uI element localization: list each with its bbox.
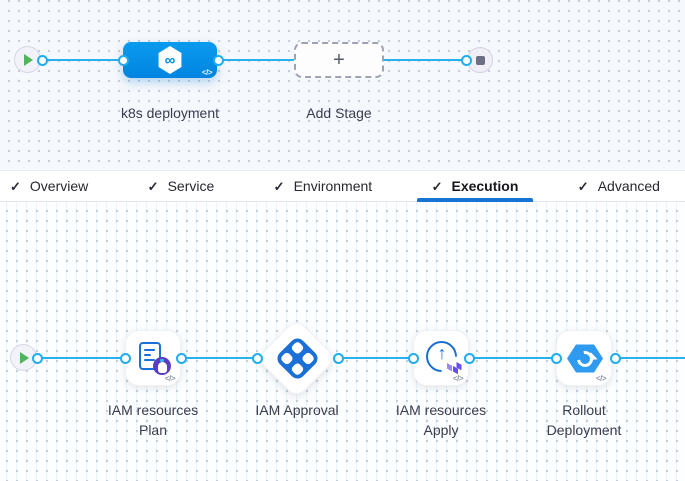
add-stage-label: Add Stage <box>306 105 372 121</box>
k8s-rolling-deploy-icon <box>567 344 603 373</box>
tab-environment[interactable]: ✓ Environment <box>273 178 373 194</box>
connector-ring[interactable] <box>407 352 419 364</box>
infinity-icon: ∞ <box>164 51 176 69</box>
play-icon <box>24 53 33 66</box>
stage-node-k8s-deployment[interactable]: ∞ </> <box>123 42 217 78</box>
pipeline-edge <box>218 59 294 61</box>
step-label: IAM resources Plan <box>107 402 199 438</box>
code-view-icon[interactable]: </> <box>452 374 464 383</box>
plus-icon: + <box>333 49 345 71</box>
code-view-icon[interactable]: </> <box>595 374 607 383</box>
play-icon <box>20 351 29 364</box>
execution-canvas[interactable]: </> ↑ </> </> IAM resources Plan IAM A <box>0 202 685 481</box>
tab-execution[interactable]: ✓ Execution <box>416 171 534 202</box>
pipeline-edge <box>338 357 413 359</box>
check-icon: ✓ <box>273 178 285 194</box>
pipeline-edge <box>37 357 125 359</box>
stage-canvas[interactable]: ∞ </> + k8s deployment Add Stage <box>0 0 685 170</box>
pipeline-edge <box>42 59 123 61</box>
tab-advanced[interactable]: ✓ Advanced <box>577 178 660 194</box>
pipeline-edge <box>469 357 556 359</box>
tab-service[interactable]: ✓ Service <box>147 178 215 194</box>
connector-ring[interactable] <box>463 352 475 364</box>
stop-icon <box>475 55 485 65</box>
connector-ring[interactable] <box>117 54 129 66</box>
check-icon: ✓ <box>147 178 159 194</box>
step-node-iam-resources-apply[interactable]: ↑ </> <box>413 330 469 386</box>
terraform-icon <box>447 362 462 375</box>
check-icon: ✓ <box>10 178 21 194</box>
code-view-icon[interactable]: </> <box>164 374 176 383</box>
connector-ring[interactable] <box>175 352 187 364</box>
connector-ring[interactable] <box>251 352 263 364</box>
cycle-arrow-icon <box>573 347 598 370</box>
step-label: Rollout Deployment <box>546 402 622 438</box>
harness-cd-stage-icon: ∞ <box>158 46 182 74</box>
step-label: IAM Approval <box>255 402 339 418</box>
step-label: IAM resources Apply <box>395 402 487 438</box>
connector-ring[interactable] <box>609 352 621 364</box>
pipeline-edge <box>384 59 466 61</box>
policy-agent-badge-icon <box>153 357 171 375</box>
connector-ring[interactable] <box>332 352 344 364</box>
arrow-up-icon: ↑ <box>437 343 447 363</box>
step-node-rollout-deployment[interactable]: </> <box>556 330 612 386</box>
connector-ring[interactable] <box>36 54 48 66</box>
pipeline-edge <box>615 357 685 359</box>
check-icon: ✓ <box>577 178 589 194</box>
connector-ring[interactable] <box>119 352 131 364</box>
connector-ring[interactable] <box>460 54 472 66</box>
step-node-iam-resources-plan[interactable]: </> <box>125 330 181 386</box>
connector-ring[interactable] <box>212 54 224 66</box>
connector-ring[interactable] <box>31 352 43 364</box>
pipeline-edge <box>181 357 257 359</box>
check-icon: ✓ <box>431 178 443 194</box>
stage-label: k8s deployment <box>120 105 220 121</box>
add-stage-button[interactable]: + <box>294 42 384 78</box>
tab-overview[interactable]: ✓ Overview <box>10 178 89 194</box>
connector-ring[interactable] <box>550 352 562 364</box>
stage-config-tabbar: ✓ Overview ✓ Service ✓ Environment ✓ Exe… <box>0 170 685 202</box>
code-view-icon[interactable]: </> <box>201 68 213 77</box>
